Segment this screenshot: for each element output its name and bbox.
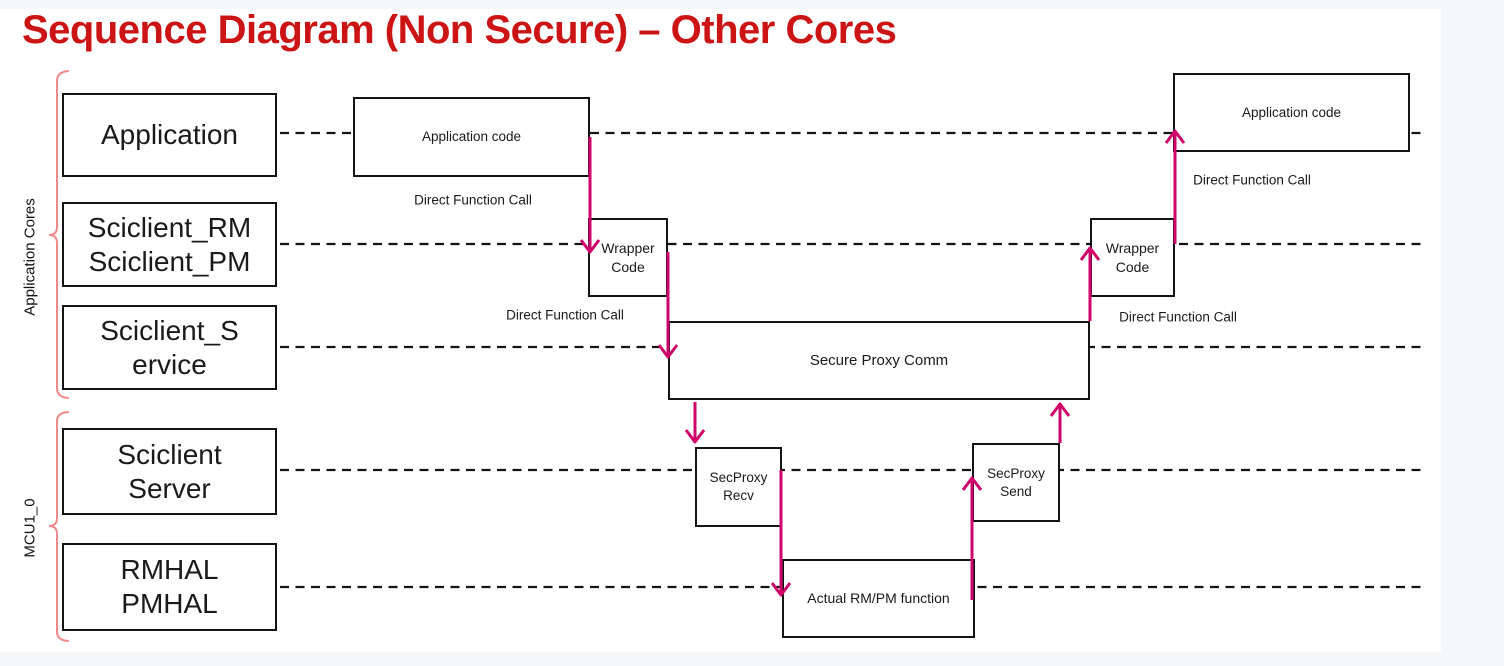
box-label: Actual RM/PM function	[807, 590, 950, 607]
box-label: Secure Proxy Comm	[809, 351, 949, 369]
box-label-line1: Wrapper	[601, 240, 655, 257]
box-label-line2: Code	[611, 258, 645, 275]
arrow-secureproxy-to-wrapper-up	[1079, 246, 1101, 321]
arrow-wrapper-to-secureproxy-down	[657, 252, 679, 359]
lane-label-line1: RMHAL	[120, 554, 219, 586]
box-application-code-right: Application code	[1173, 73, 1410, 152]
lane-label: Application	[101, 119, 238, 151]
box-secproxy-recv: SecProxy Recv	[695, 447, 782, 527]
lane-box-rmhal-pmhal: RMHAL PMHAL	[62, 543, 277, 631]
direct-function-call-label-4: Direct Function Call	[1193, 172, 1311, 188]
right-margin-strip	[1441, 0, 1504, 666]
direct-function-call-label-2: Direct Function Call	[506, 307, 624, 323]
box-label-line1: SecProxy	[709, 470, 768, 486]
arrow-send-to-secureproxy-up	[1049, 402, 1071, 443]
box-wrapper-code-right: Wrapper Code	[1090, 218, 1175, 297]
lane-label-line1: Sciclient_S	[100, 314, 239, 346]
arrow-secureproxy-to-recv-down	[684, 402, 706, 444]
lane-label-line1: Sciclient	[117, 438, 222, 470]
box-label: Application code	[1241, 104, 1342, 120]
lane-box-application: Application	[62, 93, 277, 177]
box-label-line1: Wrapper	[1105, 240, 1160, 257]
lane-box-sciclient-service: Sciclient_S ervice	[62, 305, 277, 390]
box-application-code-left: Application code	[353, 97, 590, 177]
lane-label-line2: ervice	[132, 348, 207, 380]
lane-label-line2: PMHAL	[121, 588, 218, 619]
arrow-appcode-to-wrapper-down	[579, 137, 601, 254]
arrow-recv-to-rmpm-down	[770, 470, 792, 597]
box-label: Application code	[421, 129, 522, 145]
direct-function-call-label-1: Direct Function Call	[414, 192, 532, 208]
box-label-line2: Recv	[723, 488, 754, 503]
page-title: Sequence Diagram (Non Secure) – Other Co…	[22, 8, 897, 52]
box-secure-proxy-comm: Secure Proxy Comm	[668, 321, 1090, 400]
lane-box-sciclient-rm-pm: Sciclient_RM Sciclient_PM	[62, 202, 277, 287]
lane-box-sciclient-server: Sciclient Server	[62, 428, 277, 515]
box-label-line1: SecProxy	[987, 465, 1045, 481]
direct-function-call-label-3: Direct Function Call	[1119, 309, 1237, 325]
top-margin-strip	[0, 0, 1504, 9]
box-label-line2: Code	[1115, 258, 1150, 275]
application-cores-bracket	[48, 70, 69, 399]
arrow-rmpm-to-send-up	[961, 476, 983, 600]
arrow-wrapper-to-appcode-up	[1164, 129, 1186, 244]
box-wrapper-code-left: Wrapper Code	[588, 218, 668, 297]
box-actual-rm-pm-function: Actual RM/PM function	[782, 559, 975, 638]
lane-label-line2: Server	[128, 472, 211, 504]
mcu1-0-bracket	[48, 411, 69, 642]
lane-label-line1: Sciclient_RM	[87, 211, 252, 243]
box-label-line2: Send	[1000, 483, 1032, 499]
lane-label-line2: Sciclient_PM	[88, 245, 251, 277]
bottom-margin-strip	[0, 652, 1504, 666]
